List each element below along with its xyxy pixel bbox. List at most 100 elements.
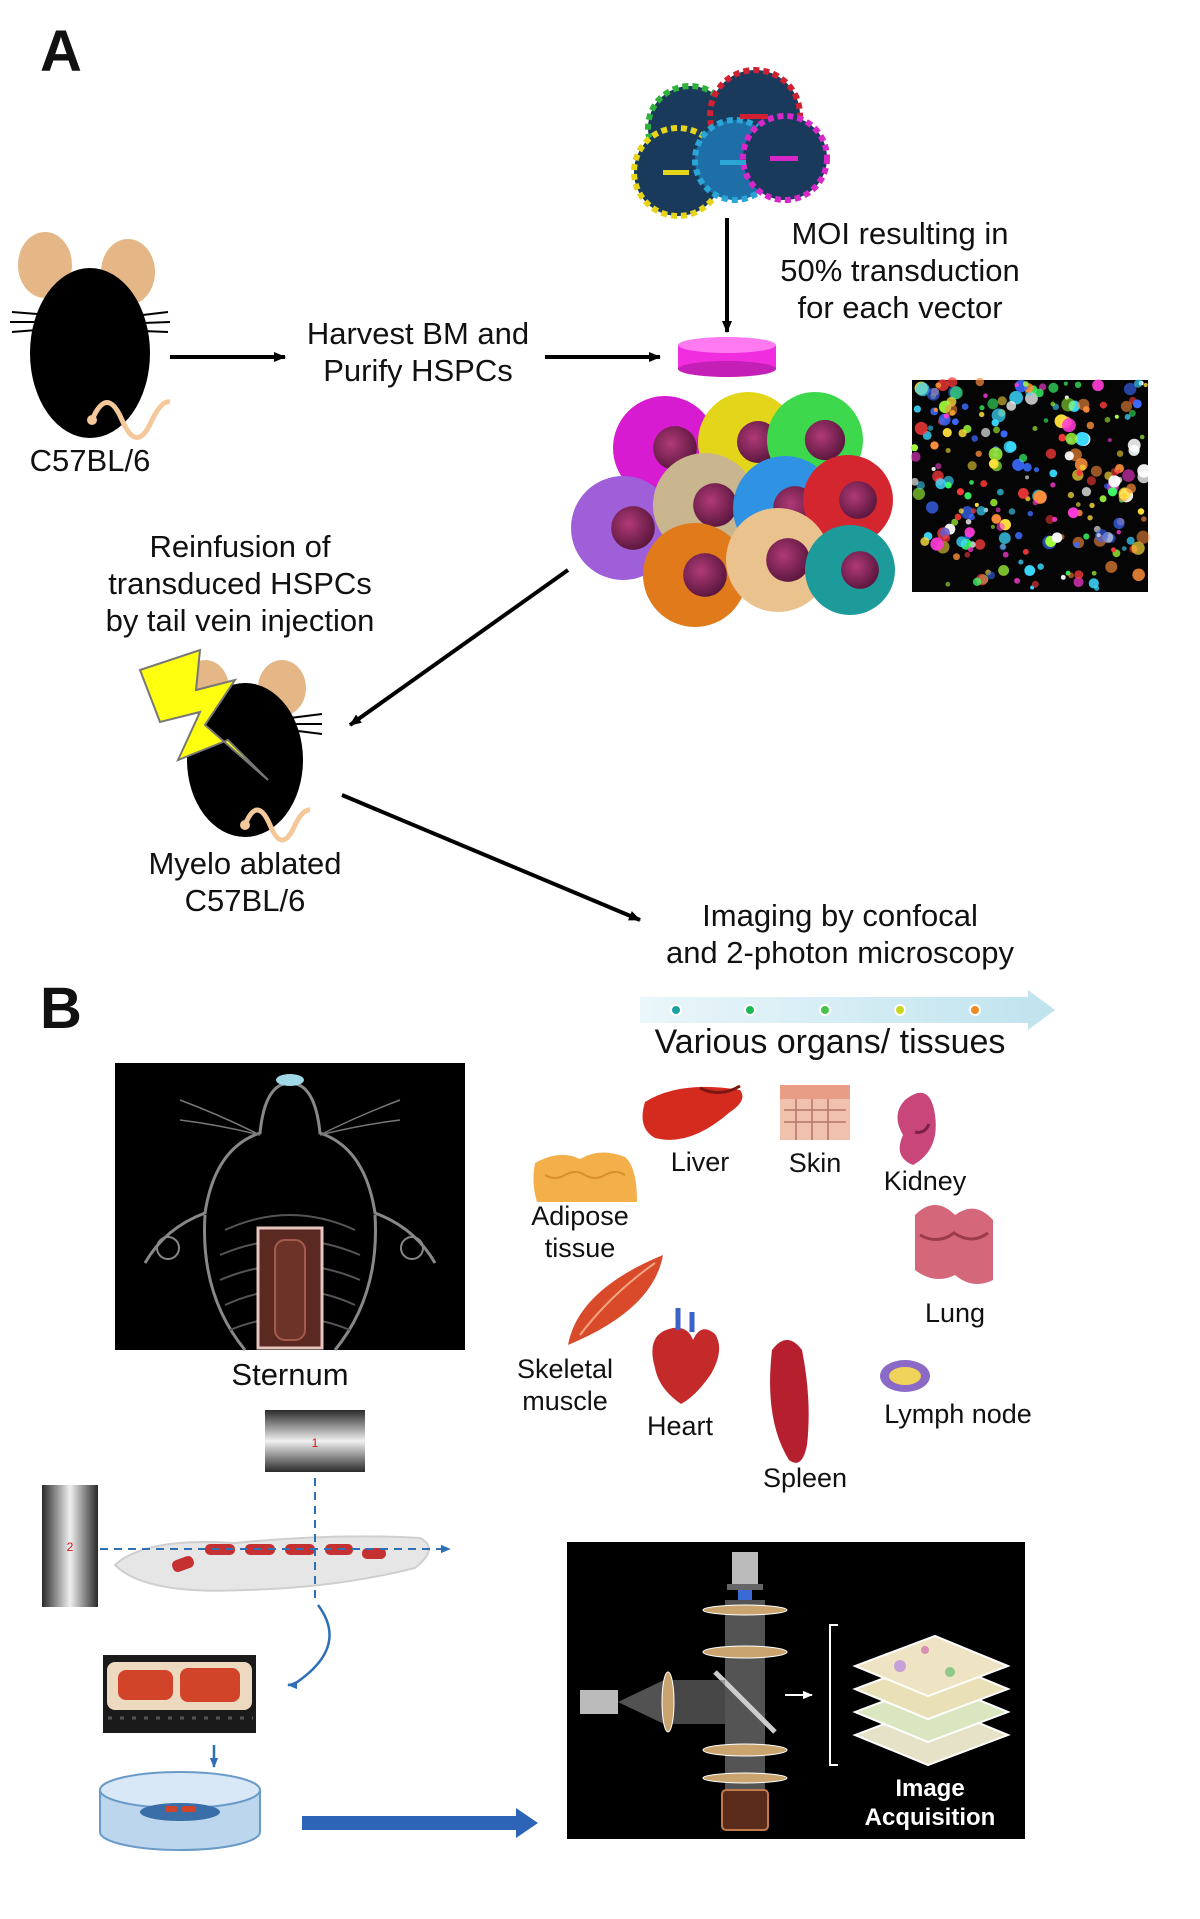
fluorescent-cell — [936, 379, 949, 392]
fluorescent-cell — [974, 539, 986, 550]
heart-icon — [652, 1308, 720, 1404]
fluorescent-cell — [945, 581, 951, 587]
cell-nucleus — [804, 419, 846, 461]
fluorescent-cell — [1064, 451, 1074, 461]
fluorescent-cell — [1065, 432, 1078, 445]
fluorescent-cell — [910, 444, 918, 452]
fluorescent-cell — [1141, 516, 1147, 522]
fluorescent-cell — [1015, 531, 1023, 540]
fluorescent-cell — [942, 427, 952, 438]
adipose-label: Adipose tissue — [515, 1200, 645, 1265]
panel-label-b: B — [40, 976, 82, 1041]
fluorescent-cell — [920, 537, 930, 546]
fluorescent-cell — [1027, 510, 1034, 517]
fluorescent-cell — [1133, 379, 1143, 388]
fluorescent-cell — [1048, 382, 1059, 393]
fluorescent-cell — [991, 514, 1002, 524]
mouse-sternum-illustration — [115, 1063, 465, 1351]
fluorescent-cell — [930, 441, 939, 450]
fluorescent-cell — [1099, 495, 1107, 503]
fluorescent-cell — [1075, 431, 1090, 446]
spleen-icon — [770, 1340, 809, 1463]
fluorescent-cell — [1099, 401, 1107, 409]
fluorescent-cell — [1033, 467, 1040, 473]
fluorescent-cell — [997, 396, 1007, 406]
fluorescent-cell — [1073, 576, 1084, 588]
fluorescent-cell — [1006, 401, 1017, 411]
fluorescent-cell — [1104, 416, 1111, 423]
donor-mouse-icon — [10, 232, 171, 440]
fluorescent-cell — [1031, 580, 1039, 588]
fluorescent-cell — [1136, 530, 1150, 544]
fluorescent-cell — [964, 551, 971, 558]
fluorescent-cell — [1137, 464, 1151, 478]
fluorescent-cell — [942, 534, 951, 543]
fluorescent-cell — [1124, 413, 1131, 420]
fluorescent-cell — [916, 481, 925, 490]
fluorescent-cell — [1073, 541, 1080, 548]
panel-label-a: A — [40, 19, 82, 84]
fluorescent-cell — [1022, 548, 1029, 555]
fluorescent-cell — [1035, 388, 1044, 398]
donor-mouse-label: C57BL/6 — [29, 443, 151, 478]
fluorescent-cell — [1002, 551, 1009, 558]
cell-nucleus — [766, 538, 810, 582]
fluorescent-cell — [1074, 570, 1084, 580]
fluorescent-cell — [935, 463, 942, 470]
cell-nucleus — [693, 483, 737, 527]
fluorescent-cell — [999, 543, 1007, 551]
fluorescent-cell — [1113, 517, 1125, 530]
fluorescent-cell — [1005, 441, 1017, 452]
image-acquisition-label: Image Acquisition — [850, 1775, 1010, 1833]
fluorescent-cell — [1132, 399, 1142, 409]
fluorescent-cell — [1024, 565, 1036, 576]
irradiation-bolt-icon — [138, 648, 269, 781]
fluorescent-cell — [1014, 577, 1021, 584]
fluorescent-cell — [1023, 381, 1029, 387]
moi-line-1: MOI resulting in — [791, 216, 1009, 251]
skeletal-line-1: Skeletal — [516, 1354, 614, 1384]
fluorescent-cell — [1137, 508, 1145, 515]
fluorescent-cell — [1018, 559, 1024, 565]
cut-label-2: 2 — [67, 1540, 74, 1554]
fluorescent-cell — [1122, 469, 1135, 482]
fluorescent-cell — [968, 514, 975, 521]
fluorescent-cell — [976, 506, 986, 516]
kidney-label: Kidney — [883, 1166, 967, 1196]
fluorescent-cell — [967, 546, 974, 553]
fluorescent-cell — [1103, 483, 1110, 489]
fluorescent-cell — [1131, 541, 1145, 555]
spleen-label: Spleen — [762, 1463, 848, 1493]
fluorescent-cell — [1051, 532, 1063, 543]
organs-title: Various organs/ tissues — [654, 1023, 1006, 1061]
fluorescent-cell — [1114, 414, 1119, 419]
fluorescent-cell — [1092, 379, 1104, 392]
recipient-line-2: C57BL/6 — [184, 883, 306, 919]
fluorescent-cell — [1123, 382, 1137, 396]
fluorescent-cell — [1096, 532, 1101, 538]
fluorescent-cell — [1086, 476, 1096, 486]
fluorescent-cell — [1121, 546, 1127, 551]
fluorescent-cell — [990, 498, 998, 507]
fluorescent-cell — [998, 532, 1011, 545]
reinfusion-line-2: transduced HSPCs — [108, 566, 372, 602]
cut-label-1: 1 — [312, 1436, 319, 1450]
skeletal-line-2: muscle — [522, 1386, 608, 1417]
fluorescent-cell — [1126, 536, 1135, 545]
blue-transfer-arrow — [302, 1808, 538, 1838]
skeletal-muscle-icon — [568, 1255, 663, 1345]
fluorescent-cell — [958, 508, 964, 514]
fluorescent-cell — [995, 507, 1001, 513]
fluorescent-cell — [930, 537, 944, 551]
microscope-schematic — [567, 1542, 1025, 1839]
fluorescent-cell — [951, 418, 959, 426]
fluorescent-cell — [1111, 547, 1116, 553]
fluorescence-micrograph — [910, 377, 1151, 592]
fluorescent-cell — [1032, 425, 1038, 431]
timeline-arrow — [640, 990, 1055, 1030]
sternum-bone — [113, 1535, 430, 1592]
fluorescent-cell — [947, 377, 958, 388]
fluorescent-cell — [927, 425, 934, 431]
fluorescent-cell — [1019, 453, 1028, 463]
fluorescent-cell — [975, 450, 982, 457]
